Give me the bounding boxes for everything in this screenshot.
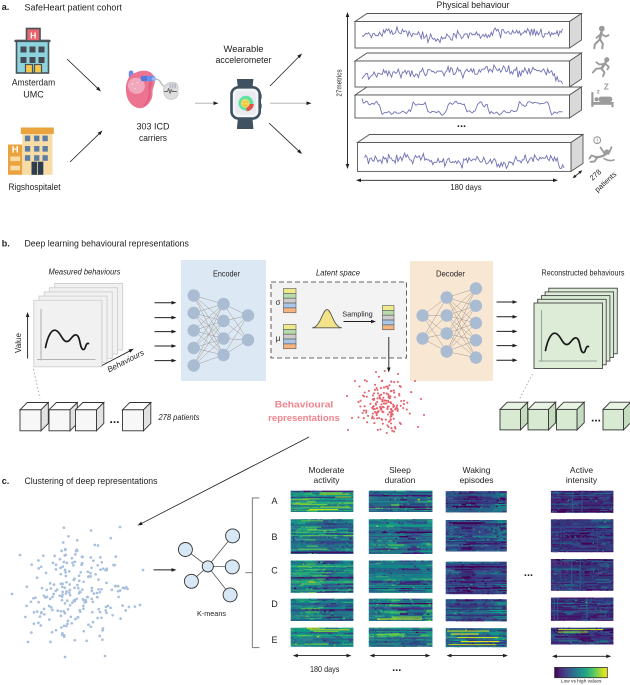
svg-text:b.: b. bbox=[2, 238, 10, 248]
svg-text:Deep learning behavioural repr: Deep learning behavioural representation… bbox=[25, 239, 190, 249]
svg-text:H: H bbox=[12, 144, 19, 155]
svg-text:...: ... bbox=[591, 411, 601, 425]
svg-text:representations: representations bbox=[268, 413, 340, 424]
svg-text:Latent space: Latent space bbox=[316, 268, 360, 278]
svg-text:UMC: UMC bbox=[23, 90, 44, 100]
svg-text:180 days: 180 days bbox=[450, 182, 481, 192]
svg-text:Clustering of deep representat: Clustering of deep representations bbox=[25, 476, 158, 486]
svg-text:...: ... bbox=[524, 567, 533, 579]
svg-text:A: A bbox=[271, 496, 277, 506]
svg-text:episodes: episodes bbox=[459, 475, 493, 485]
svg-text:σ: σ bbox=[276, 298, 281, 307]
svg-text:c.: c. bbox=[2, 476, 10, 486]
svg-text:Sleep: Sleep bbox=[389, 465, 411, 475]
svg-text:...: ... bbox=[457, 118, 466, 130]
svg-text:C: C bbox=[271, 566, 278, 576]
svg-text:Value: Value bbox=[14, 333, 23, 353]
svg-text:Sampling: Sampling bbox=[342, 310, 373, 319]
svg-text:K-means: K-means bbox=[197, 609, 226, 618]
svg-text:μ: μ bbox=[276, 334, 281, 343]
svg-text:B: B bbox=[271, 532, 277, 542]
svg-text:180 days: 180 days bbox=[310, 664, 339, 674]
svg-text:Z: Z bbox=[604, 83, 609, 92]
svg-text:Behavioural: Behavioural bbox=[275, 400, 334, 411]
svg-text:278 patients: 278 patients bbox=[158, 413, 200, 422]
svg-text:intensity: intensity bbox=[566, 475, 598, 485]
svg-text:303 ICD: 303 ICD bbox=[137, 122, 170, 132]
svg-text:SafeHeart patient cohort: SafeHeart patient cohort bbox=[25, 3, 123, 13]
svg-text:E: E bbox=[271, 635, 277, 645]
svg-text:...: ... bbox=[392, 662, 401, 674]
svg-text:Rigshospitalet: Rigshospitalet bbox=[9, 182, 61, 192]
svg-text:D: D bbox=[271, 599, 278, 609]
svg-text:z: z bbox=[597, 89, 601, 96]
svg-text:Encoder: Encoder bbox=[213, 270, 240, 279]
svg-text:Waking: Waking bbox=[462, 465, 490, 475]
svg-text:duration: duration bbox=[385, 475, 416, 485]
svg-text:Moderate: Moderate bbox=[309, 465, 345, 475]
svg-text:Low vs high values: Low vs high values bbox=[561, 679, 602, 685]
svg-text:Measured behaviours: Measured behaviours bbox=[49, 267, 122, 277]
svg-text:Reconstructed behaviours: Reconstructed behaviours bbox=[542, 268, 625, 278]
svg-text:accelerometer: accelerometer bbox=[216, 55, 272, 65]
svg-text:H: H bbox=[30, 31, 36, 41]
svg-text:a.: a. bbox=[2, 2, 10, 12]
svg-text:Decoder: Decoder bbox=[436, 270, 465, 279]
svg-text:...: ... bbox=[109, 412, 119, 426]
svg-text:carriers: carriers bbox=[139, 133, 167, 143]
svg-text:Amsterdam: Amsterdam bbox=[12, 78, 55, 88]
svg-text:Physical behaviour: Physical behaviour bbox=[437, 0, 510, 11]
svg-text:activity: activity bbox=[314, 475, 341, 485]
svg-text:27metrics: 27metrics bbox=[335, 69, 344, 96]
svg-text:!: ! bbox=[596, 139, 598, 145]
svg-text:Wearable: Wearable bbox=[224, 44, 264, 54]
svg-text:Active: Active bbox=[570, 465, 593, 475]
